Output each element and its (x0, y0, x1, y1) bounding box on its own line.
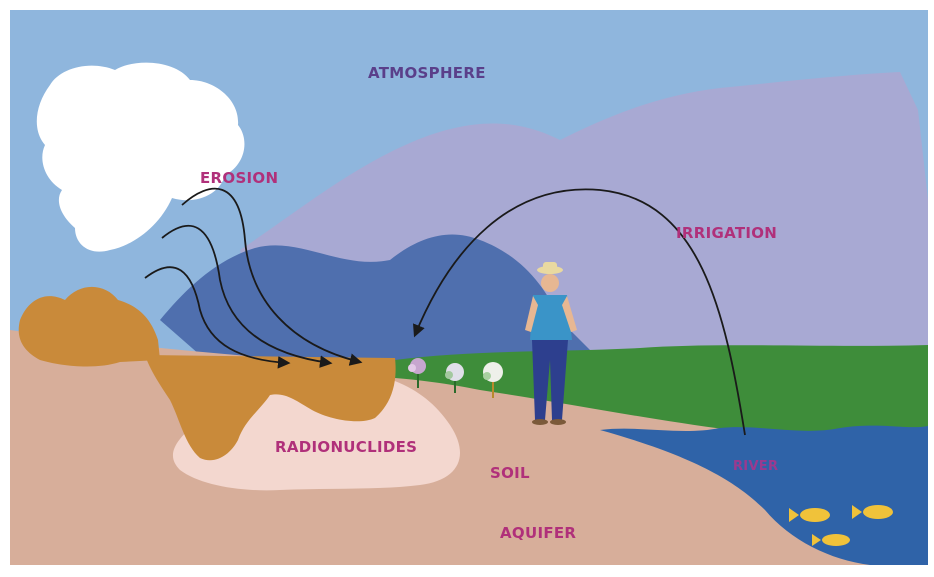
irrigation-label: IRRIGATION (676, 224, 777, 242)
radionuclides-label: RADIONUCLIDES (275, 438, 417, 456)
atmosphere-label: ATMOSPHERE (368, 64, 486, 82)
aquifer-label: AQUIFER (500, 524, 576, 542)
river-label: RIVER (733, 459, 778, 474)
soil-label: SOIL (490, 464, 530, 482)
erosion-label: EROSION (200, 169, 278, 187)
